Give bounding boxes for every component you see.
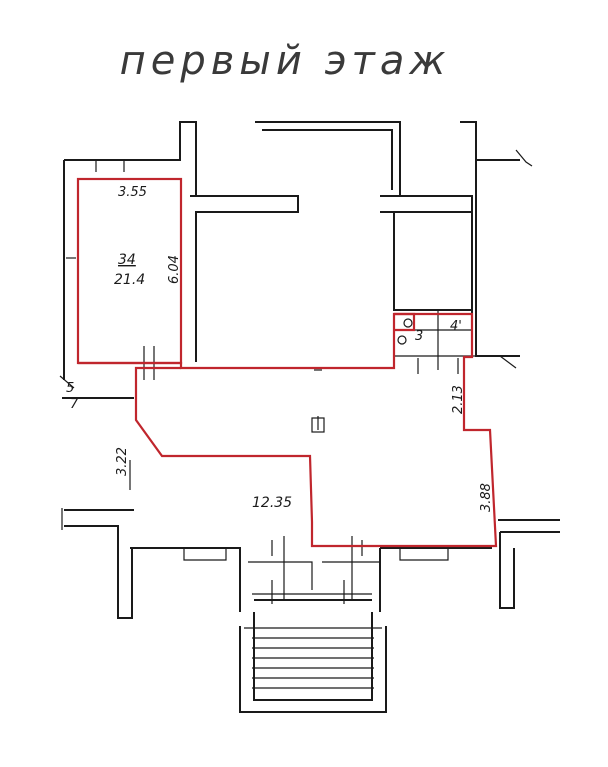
main-hall-outline [134,312,498,548]
room-3-number: 3 [415,329,423,344]
fixture-box [311,417,325,433]
room-34-outline [76,177,183,365]
room-34-area: 21.4 [114,272,145,288]
edge-label-7: 7 [70,397,79,412]
building-walls [59,121,560,713]
room-4-number: 4' [450,319,462,334]
main-hall-area: 12.35 [252,495,292,511]
highlighted-areas [76,177,498,548]
staircase [244,627,382,689]
fixtures [311,318,413,433]
sink-fixture [397,335,407,345]
room-34-number: 34 [118,252,136,268]
floor-title: первый этаж [119,38,451,84]
dimension-3-22: 3.22 [115,447,130,476]
edge-label-5: 5 [66,381,74,396]
room-34-length-label: 6.04 [167,255,182,284]
toilet-fixture [403,318,413,328]
room-34-width-label: 3.55 [118,185,147,200]
dimension-2-13: 2.13 [451,385,466,414]
dimension-3-88: 3.88 [479,483,494,512]
